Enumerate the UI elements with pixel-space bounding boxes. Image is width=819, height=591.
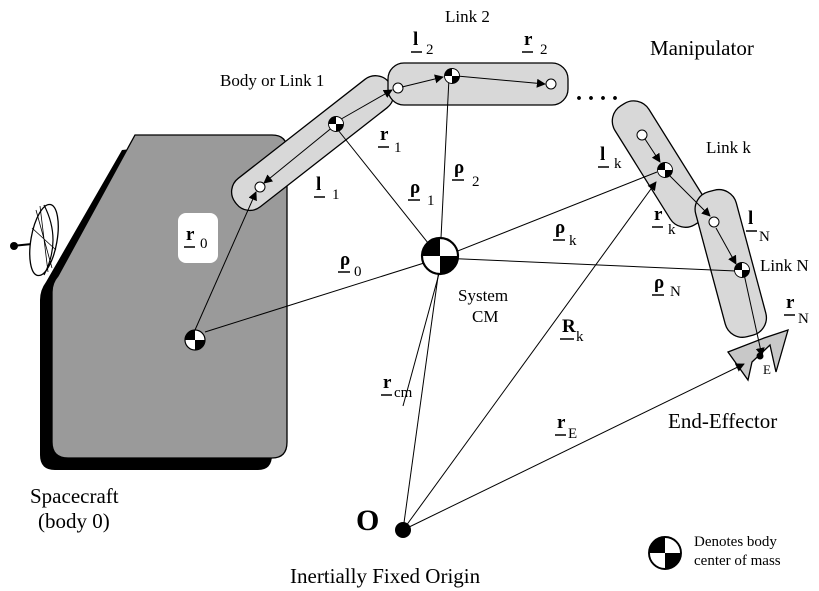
svg-text:0: 0	[200, 236, 208, 252]
svg-text:2: 2	[472, 174, 480, 190]
label-origin-letter: O	[356, 504, 379, 537]
svg-text:l: l	[600, 144, 605, 165]
svg-text:2: 2	[540, 42, 548, 58]
vector-label-r0: r 0	[184, 224, 208, 252]
system-cm-marker	[420, 236, 460, 276]
vector-label-l1: l 1	[314, 174, 340, 203]
antenna-dish-icon	[10, 203, 59, 277]
label-inertial-origin: Inertially Fixed Origin	[290, 564, 481, 588]
svg-text:r: r	[654, 204, 663, 225]
svg-text:r: r	[380, 124, 389, 145]
label-end-effector: End-Effector	[668, 409, 777, 433]
vector-label-l2: l 2	[411, 29, 434, 58]
svg-text:N: N	[798, 311, 809, 327]
svg-text:ρ: ρ	[454, 157, 464, 178]
vector-label-rho2: ρ 2	[452, 157, 480, 190]
link-1-cm-marker	[328, 116, 344, 132]
svg-text:1: 1	[394, 140, 402, 156]
ellipsis-dots: . . . .	[576, 80, 618, 106]
vector-lines	[194, 74, 765, 531]
link-n-cm-marker	[734, 262, 750, 278]
end-effector-point	[756, 352, 764, 360]
svg-text:l: l	[316, 174, 321, 195]
svg-text:1: 1	[332, 187, 340, 203]
link-k-cm-marker	[657, 162, 673, 178]
label-body-or-link-1: Body or Link 1	[220, 71, 324, 90]
svg-text:1: 1	[427, 193, 435, 209]
svg-text:ρ: ρ	[555, 217, 565, 238]
label-manipulator: Manipulator	[650, 36, 754, 60]
label-link-2: Link 2	[445, 7, 490, 26]
svg-text:ρ: ρ	[340, 249, 350, 270]
vector-label-rhoN: ρ N	[652, 272, 681, 300]
label-body-0: (body 0)	[38, 509, 110, 533]
svg-text:0: 0	[354, 264, 362, 280]
vector-label-r1: r 1	[378, 124, 402, 156]
vector-label-rho0: ρ 0	[338, 249, 362, 280]
svg-text:E: E	[568, 426, 577, 442]
svg-text:ρ: ρ	[410, 177, 420, 198]
legend-text-1: Denotes body	[694, 534, 777, 550]
r0-label-box	[178, 213, 218, 263]
vector-label-rho1: ρ 1	[408, 177, 435, 209]
svg-text:2: 2	[426, 42, 434, 58]
svg-text:N: N	[670, 284, 681, 300]
svg-text:k: k	[668, 222, 676, 238]
svg-text:l: l	[748, 208, 753, 229]
vector-label-rcm: r cm	[381, 372, 413, 401]
svg-text:r: r	[186, 224, 195, 245]
vector-label-Rk: R k	[560, 316, 584, 345]
link-2-cm-marker	[444, 68, 460, 84]
vector-label-rhok: ρ k	[553, 217, 577, 249]
vector-label-lN: l N	[746, 208, 770, 245]
origin-point	[395, 522, 411, 538]
svg-text:cm: cm	[394, 385, 413, 401]
joint-markers	[254, 78, 720, 228]
svg-text:R: R	[562, 316, 576, 337]
label-e-point: E	[763, 362, 771, 377]
vector-label-r2: r 2	[522, 29, 548, 58]
label-cm: CM	[472, 307, 498, 326]
link-2-shape	[387, 62, 569, 106]
label-link-k: Link k	[706, 138, 751, 157]
vector-label-rE: r E	[555, 412, 577, 442]
svg-text:r: r	[524, 29, 533, 50]
svg-text:N: N	[759, 229, 770, 245]
legend-text-2: center of mass	[694, 553, 781, 569]
label-spacecraft: Spacecraft	[30, 484, 119, 508]
svg-text:k: k	[614, 156, 622, 172]
label-link-n: Link N	[760, 256, 809, 275]
svg-text:l: l	[413, 29, 418, 50]
label-system: System	[458, 286, 508, 305]
svg-text:r: r	[383, 372, 392, 393]
legend-cm-icon	[648, 536, 682, 570]
vector-label-lk: l k	[598, 144, 622, 172]
svg-text:k: k	[569, 233, 577, 249]
vector-label-rN: r N	[784, 292, 809, 327]
svg-text:r: r	[557, 412, 566, 433]
vector-label-rk: r k	[652, 204, 676, 238]
spacecraft-cm-marker	[184, 329, 206, 351]
svg-text:r: r	[786, 292, 795, 313]
link-k-shape	[611, 100, 708, 228]
svg-text:k: k	[576, 329, 584, 345]
svg-text:ρ: ρ	[654, 272, 664, 293]
